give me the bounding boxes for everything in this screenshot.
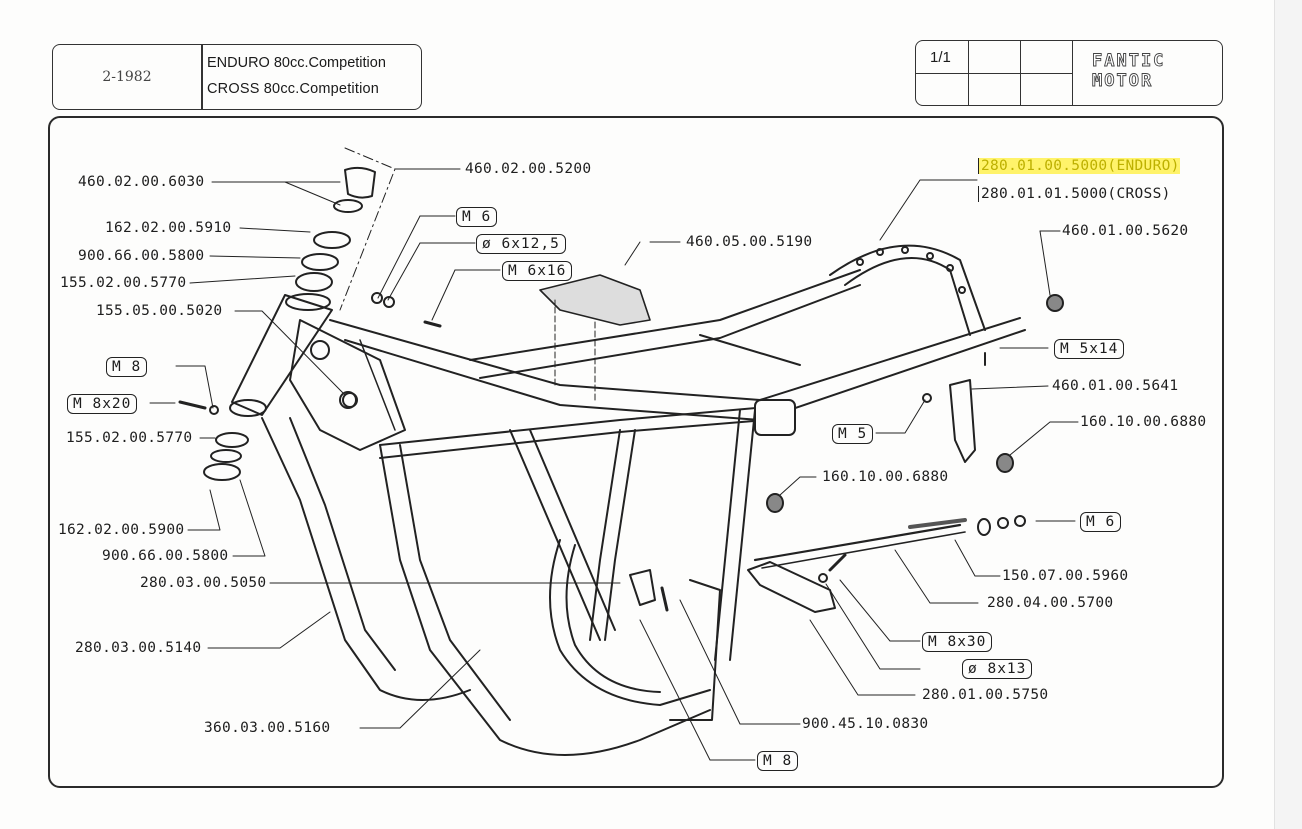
seat-tubes	[509, 399, 796, 661]
hardware-tag: M 8	[106, 357, 148, 377]
down-tubes	[261, 417, 711, 756]
hardware-tag: M 6	[456, 207, 498, 227]
revision-date: 2-1982	[102, 69, 152, 85]
steering-head	[229, 293, 333, 417]
hardware-tag: ø 6x12,5	[476, 234, 566, 254]
part-label: 155.02.00.5770	[60, 275, 187, 291]
model-enduro: ENDURO 80cc.Competition	[207, 55, 386, 71]
model-cross: CROSS 80cc.Competition	[207, 81, 380, 97]
frame-code-enduro: 280.01.00.5000(ENDURO)	[978, 158, 1180, 174]
brand-logo: FANTIC MOTOR	[1092, 51, 1166, 92]
part-label: 280.03.00.5050	[140, 575, 267, 591]
part-label: 155.05.00.5020	[96, 303, 223, 319]
hardware-tag: M 5x14	[1054, 339, 1125, 359]
top-tubes	[329, 269, 1026, 459]
part-label: 280.04.00.5700	[987, 595, 1114, 611]
part-label: 162.02.00.5910	[105, 220, 232, 236]
blank-cell	[1020, 41, 1073, 105]
sheet-number: 1/1	[930, 49, 951, 66]
hardware-tag: M 6	[1080, 512, 1122, 532]
part-label: 160.10.00.6880	[1080, 414, 1207, 430]
header-model-block: 2-1982 ENDURO 80cc.Competition CROSS 80c…	[52, 44, 422, 110]
part-label: 150.07.00.5960	[1002, 568, 1129, 584]
part-label: 360.03.00.5160	[204, 720, 331, 736]
hardware-tag: M 8x30	[922, 632, 993, 652]
part-label: 460.01.00.5620	[1062, 223, 1189, 239]
scanned-parts-page: 2-1982 ENDURO 80cc.Competition CROSS 80c…	[48, 40, 1224, 788]
part-label: 162.02.00.5900	[58, 522, 185, 538]
part-label: 160.10.00.6880	[822, 469, 949, 485]
hardware-tag: M 6x16	[502, 261, 573, 281]
headset-parts	[178, 166, 442, 481]
hardware-tag: M 5	[832, 424, 874, 444]
part-label: 280.03.00.5140	[75, 640, 202, 656]
axle-and-footrest	[629, 515, 1026, 613]
logo-line-1: FANTIC	[1092, 51, 1166, 72]
bracket-parts	[539, 274, 1064, 513]
hardware-tag: ø 8x13	[962, 659, 1033, 679]
rear-subframe	[829, 244, 986, 336]
viewer-scrollbar[interactable]	[1274, 0, 1302, 829]
frame-code-cross: 280.01.01.5000(CROSS)	[978, 186, 1171, 202]
part-label: 900.66.00.5800	[78, 248, 205, 264]
part-label: 460.02.00.5200	[465, 161, 592, 177]
leader-lines	[149, 147, 1079, 761]
cell-divider	[916, 73, 1072, 75]
hardware-tag: M 8x20	[67, 394, 138, 414]
frame-drawing	[149, 147, 1079, 761]
part-label: 155.02.00.5770	[66, 430, 193, 446]
part-label: 460.01.00.5641	[1052, 378, 1179, 394]
part-label: 900.45.10.0830	[802, 716, 929, 732]
part-label: 460.02.00.6030	[78, 174, 205, 190]
part-label: 280.01.00.5750	[922, 687, 1049, 703]
part-label: 460.05.00.5190	[686, 234, 813, 250]
hardware-tag: M 8	[757, 751, 799, 771]
cradle-bottom	[549, 539, 721, 721]
header-divider	[201, 45, 203, 109]
diagram-border	[48, 116, 1224, 788]
header-sheet-block: 1/1 FANTIC MOTOR	[915, 40, 1223, 106]
gusset-plate	[289, 319, 406, 451]
part-label: 900.66.00.5800	[102, 548, 229, 564]
logo-line-2: MOTOR	[1092, 71, 1154, 92]
